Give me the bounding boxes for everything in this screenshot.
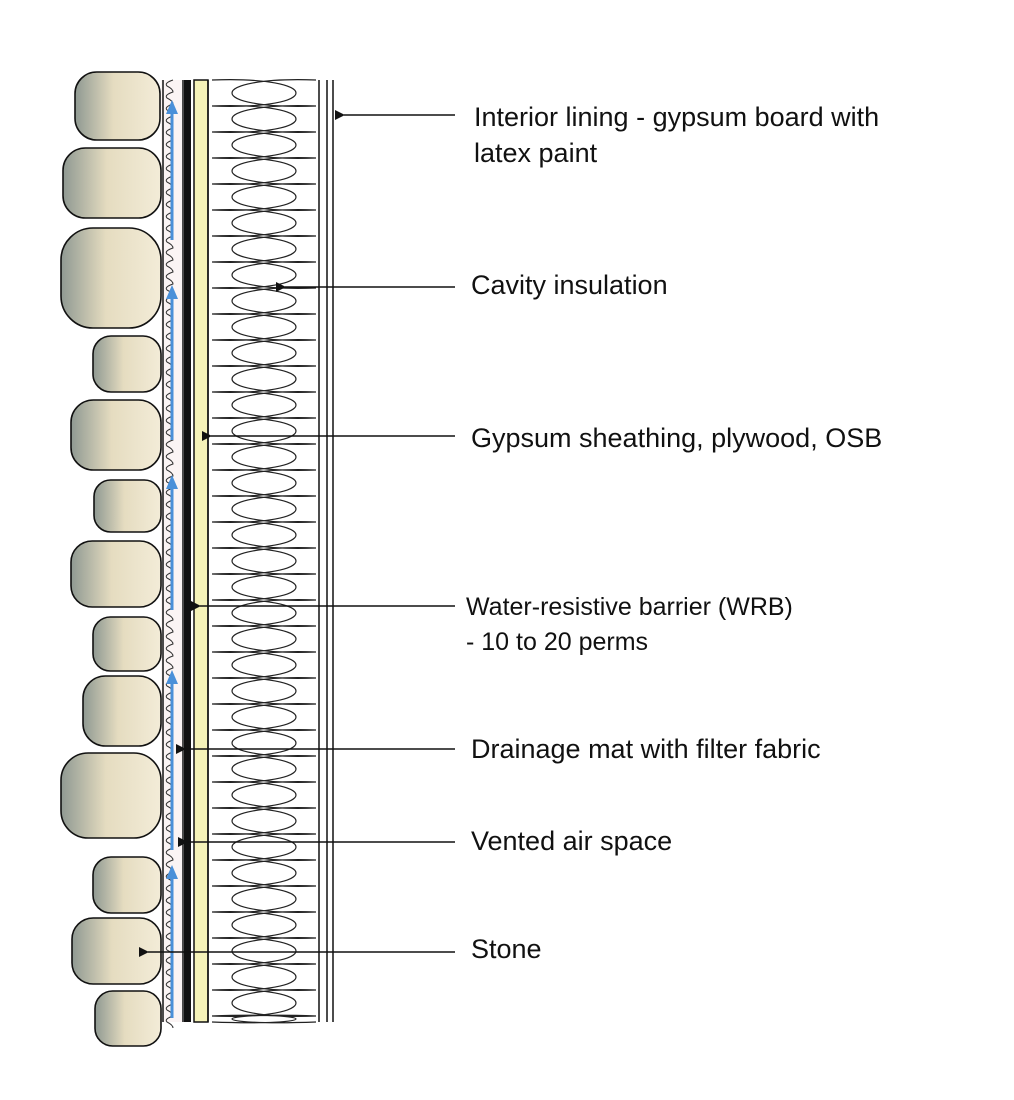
label-vented-air-space: Vented air space	[471, 826, 672, 856]
stone-unit	[92, 335, 162, 393]
label-sheathing: Gypsum sheathing, plywood, OSB	[471, 423, 882, 453]
insulation-batt-pattern	[211, 79, 317, 1024]
stone-veneer	[60, 71, 162, 1047]
label-stone: Stone	[471, 934, 542, 964]
arrow-up-icon	[166, 100, 178, 240]
stone-unit	[92, 856, 162, 914]
stone-unit	[71, 917, 162, 985]
label-wrb-line2: - 10 to 20 perms	[466, 628, 648, 656]
cavity-insulation	[207, 79, 317, 1024]
stone-unit	[74, 71, 161, 141]
arrow-up-icon	[166, 865, 178, 1018]
stone-unit	[94, 990, 162, 1047]
leader-lines	[139, 110, 455, 957]
stone-unit	[70, 540, 162, 608]
stone-unit	[93, 479, 162, 533]
stone-unit	[82, 675, 162, 747]
label-wrb-line1: Water-resistive barrier (WRB)	[466, 593, 793, 621]
stone-unit	[62, 147, 162, 219]
label-interior-lining-line1: Interior lining - gypsum board with	[474, 102, 879, 132]
water-resistive-barrier	[184, 80, 191, 1022]
arrow-up-icon	[166, 285, 178, 440]
stone-unit	[92, 616, 162, 672]
arrow-up-icon	[166, 475, 178, 610]
airflow-arrows	[166, 100, 178, 1018]
arrow-up-icon	[166, 670, 178, 850]
stone-unit	[60, 752, 162, 839]
label-drainage-mat: Drainage mat with filter fabric	[471, 734, 821, 764]
sheathing-panel	[193, 79, 209, 1023]
stone-unit	[70, 399, 162, 471]
label-interior-lining-line2: latex paint	[474, 138, 598, 168]
label-cavity-insulation: Cavity insulation	[471, 270, 668, 300]
interior-gypsum-board	[318, 80, 334, 1022]
stone-unit	[60, 227, 162, 329]
